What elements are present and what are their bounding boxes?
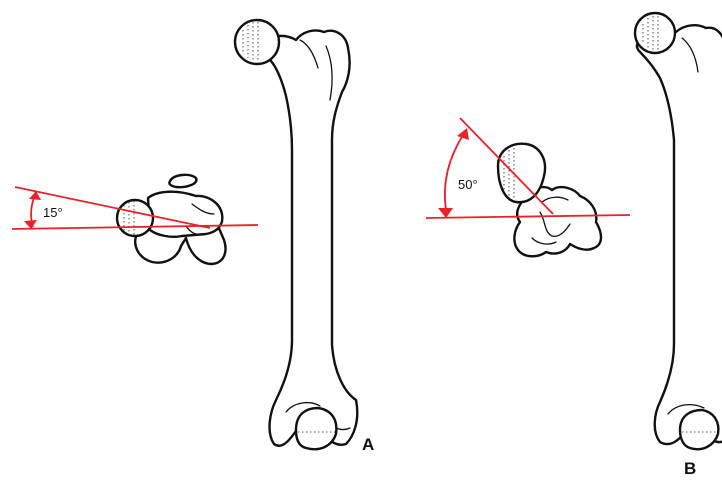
panel-label-a: A [362, 435, 374, 454]
femur-a-anterior-view [235, 20, 357, 449]
angle-arc-b [445, 132, 465, 210]
femur-b-axial-view [498, 144, 601, 257]
angle-label-b: 50° [458, 177, 478, 192]
panel-a: 15° A [12, 20, 374, 454]
arrowhead-bottom-b [438, 208, 453, 218]
panel-label-b: B [684, 459, 696, 478]
arrowhead-top-b [457, 128, 469, 140]
panel-b: 50° B [426, 13, 722, 478]
arrowhead-bottom-a [24, 220, 37, 229]
angle-label-a: 15° [43, 205, 63, 220]
femur-b-anterior-view [635, 13, 722, 449]
